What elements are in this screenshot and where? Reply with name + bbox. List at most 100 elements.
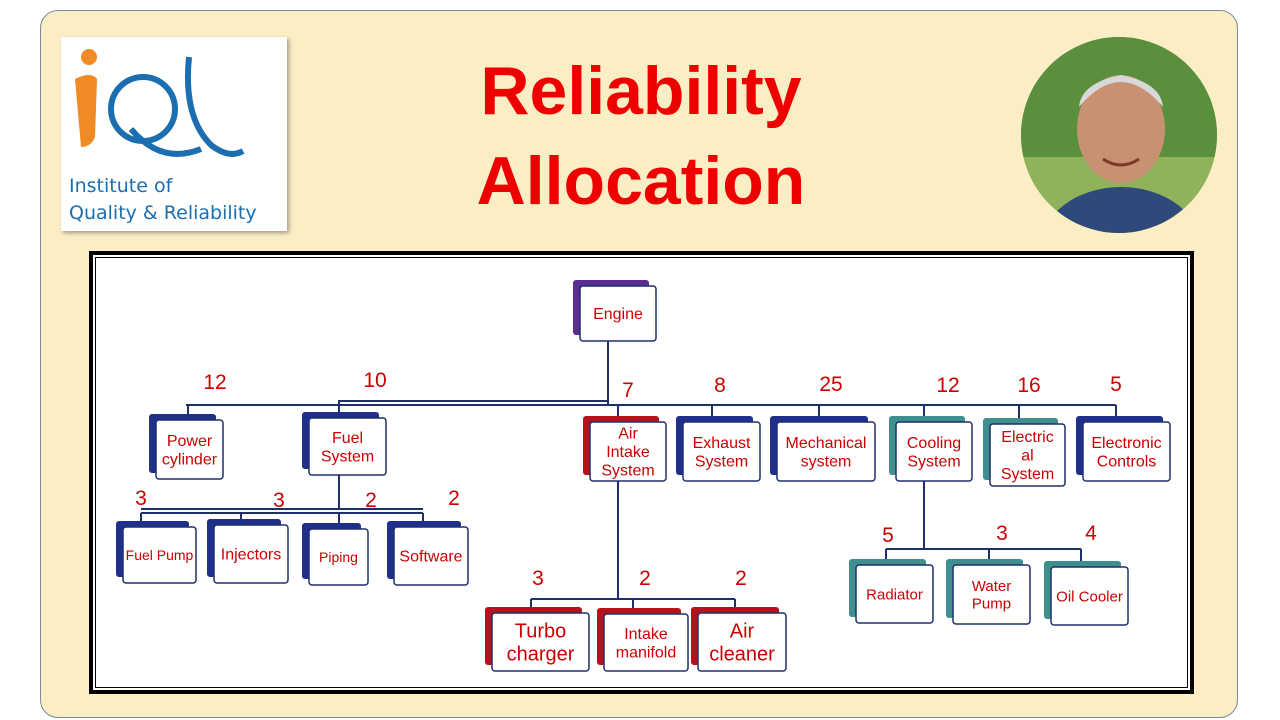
cooling-system-node-box: [895, 421, 973, 482]
mechanical-system-node-label-1: system: [801, 453, 852, 470]
power-cylinder-weight: 12: [203, 371, 226, 394]
mechanical-system-node-label-0: Mechanical: [786, 435, 867, 452]
piping-node-box: [308, 528, 369, 586]
engine-node-box: [579, 285, 657, 342]
title-line-2: Allocation: [476, 142, 806, 219]
injectors-node: Injectors: [207, 519, 289, 584]
institute-logo: Institute of Quality & Reliability: [61, 37, 287, 231]
cooling-system-weight: 12: [936, 374, 959, 397]
power-cylinder-node-label-0: Power: [167, 433, 213, 450]
electrical-system-node-box: [989, 423, 1066, 487]
engine-node: Engine: [573, 280, 657, 342]
power-cylinder-node-label-1: cylinder: [162, 451, 218, 468]
fuel-system-weight: 10: [363, 369, 386, 392]
air-intake-system-node-label-2: System: [601, 463, 654, 480]
intake-manifold-node-label-0: Intake: [624, 626, 668, 643]
air-intake-system-weight: 7: [622, 379, 634, 402]
oil-cooler-node-box: [1050, 566, 1129, 626]
title-line-1: Reliability: [480, 53, 802, 129]
software-node: Software: [387, 521, 469, 586]
air-intake-system-node-box: [589, 421, 667, 482]
fuel-pump-weight: 3: [135, 487, 147, 510]
exhaust-system-weight: 8: [714, 374, 726, 397]
electronic-controls-node-label-0: Electronic: [1091, 435, 1161, 452]
slide: Institute of Quality & Reliability Relia…: [40, 10, 1238, 718]
radiator-node: Radiator: [849, 559, 934, 624]
electrical-system-weight: 16: [1017, 374, 1040, 397]
fuel-system-node-label-0: Fuel: [332, 430, 363, 447]
software-weight: 2: [448, 487, 460, 510]
electrical-system-node-label-1: al: [1021, 448, 1033, 465]
electronic-controls-node-label-1: Controls: [1097, 453, 1157, 470]
exhaust-system-node-label-0: Exhaust: [693, 435, 751, 452]
engine-node-label-0: Engine: [593, 306, 643, 323]
oil-cooler-weight: 4: [1085, 522, 1097, 545]
fuel-pump-node-label-0: Fuel Pump: [126, 547, 194, 563]
fuel-pump-node-box: [122, 526, 197, 584]
injectors-weight: 3: [273, 489, 285, 512]
radiator-weight: 5: [882, 524, 894, 547]
turbo-charger-node-box: [491, 612, 590, 672]
software-node-box: [393, 526, 469, 586]
logo-text-line2: Quality & Reliability: [69, 202, 257, 224]
air-cleaner-weight: 2: [735, 567, 747, 590]
piping-weight: 2: [365, 489, 377, 512]
intake-manifold-node-label-1: manifold: [616, 644, 676, 661]
air-cleaner-node-box: [697, 612, 787, 672]
intake-manifold-node-box: [603, 613, 689, 672]
turbo-charger-node-label-1: charger: [507, 644, 575, 666]
presenter-photo: [1021, 37, 1217, 233]
logo-text-line1: Institute of: [69, 175, 173, 197]
water-pump-node-label-1: Pump: [972, 595, 1011, 612]
water-pump-node-box: [952, 564, 1031, 625]
exhaust-system-node-label-1: System: [695, 453, 748, 470]
electronic-controls-node-box: [1082, 421, 1171, 482]
fuel-pump-node: Fuel Pump: [116, 521, 197, 584]
water-pump-weight: 3: [996, 522, 1008, 545]
cooling-system-node-label-1: System: [907, 453, 960, 470]
mechanical-system-weight: 25: [819, 373, 842, 396]
turbo-charger-weight: 3: [532, 567, 544, 590]
electronic-controls-weight: 5: [1110, 373, 1122, 396]
piping-node-label-0: Piping: [319, 549, 358, 565]
reliability-tree: EnginePowercylinderFuelSystemAirIntakeSy…: [116, 280, 1171, 672]
iqr-logo-mark: [75, 49, 245, 157]
piping-node: Piping: [302, 523, 369, 586]
oil-cooler-node: Oil Cooler: [1044, 561, 1129, 626]
fuel-system-node-box: [308, 417, 387, 476]
injectors-node-label-0: Injectors: [221, 547, 281, 564]
exhaust-system-node-box: [682, 421, 761, 482]
air-cleaner-node-label-1: cleaner: [709, 644, 775, 666]
intake-manifold-weight: 2: [639, 567, 651, 590]
mechanical-system-node-box: [776, 421, 876, 482]
fuel-system-node-label-1: System: [321, 448, 374, 465]
power-cylinder-node-box: [155, 419, 224, 480]
radiator-node-box: [855, 564, 934, 624]
slide-title: Reliability Allocation: [401, 47, 881, 227]
radiator-node-label-0: Radiator: [866, 586, 923, 603]
water-pump-node-label-0: Water: [972, 578, 1011, 595]
cooling-system-node-label-0: Cooling: [907, 435, 961, 452]
oil-cooler-node-label-0: Oil Cooler: [1056, 588, 1123, 605]
electrical-system-node-label-2: System: [1001, 466, 1054, 483]
injectors-node-box: [213, 524, 289, 584]
air-intake-system-node-label-1: Intake: [606, 444, 650, 461]
air-intake-system-node-label-0: Air: [618, 426, 638, 443]
air-cleaner-node-label-0: Air: [730, 621, 755, 643]
software-node-label-0: Software: [399, 549, 462, 566]
electrical-system-node-label-0: Electric: [1001, 429, 1053, 446]
turbo-charger-node-label-0: Turbo: [515, 621, 567, 643]
